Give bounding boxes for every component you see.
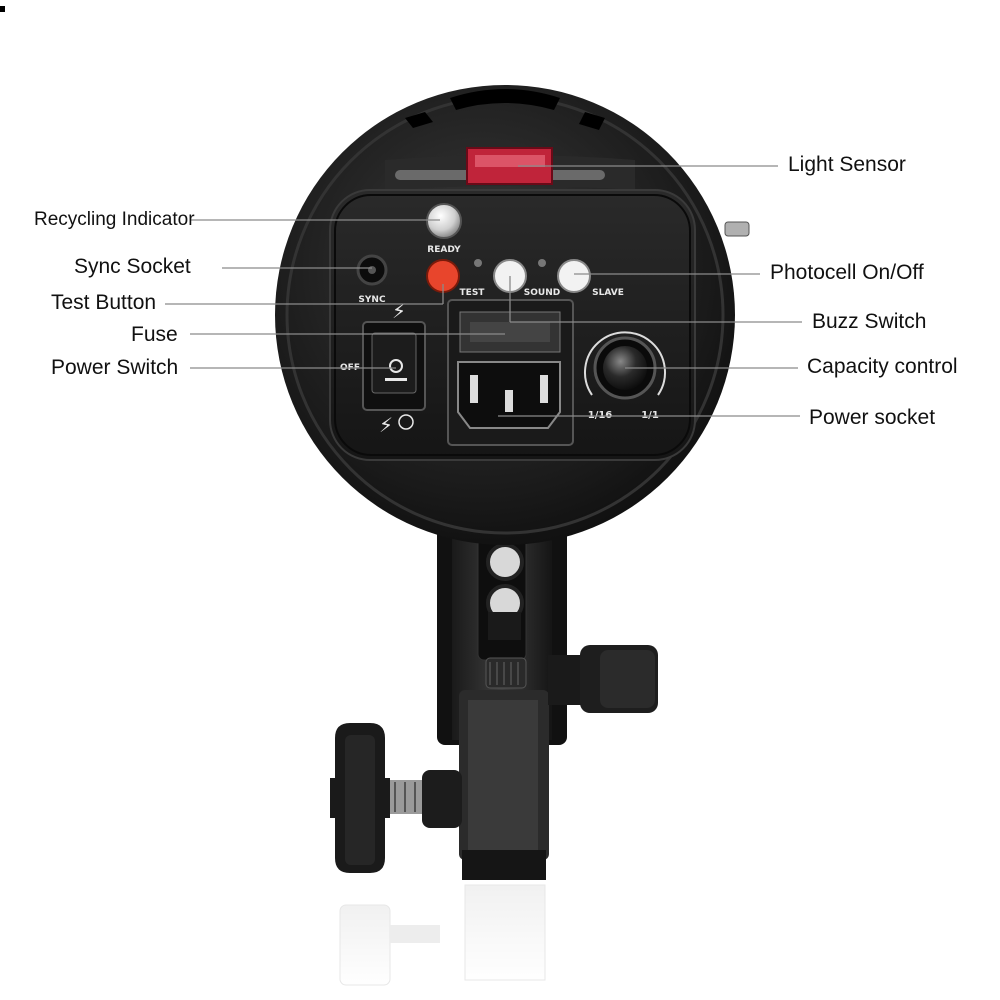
callout-photocell: Photocell On/Off <box>770 261 924 284</box>
callout-fuse: Fuse <box>131 323 178 346</box>
callout-power-socket: Power socket <box>809 406 936 429</box>
power-socket-module <box>447 299 574 446</box>
photocell-switch[interactable] <box>557 259 591 293</box>
tilt-lock-knob <box>548 645 658 713</box>
leader-lines <box>165 165 802 417</box>
callout-power-switch: Power Switch <box>51 356 179 379</box>
umbrella-lock-knob <box>330 723 462 873</box>
callout-test-button: Test Button <box>51 291 157 314</box>
slave-label: SLAVE <box>592 288 624 298</box>
flash-mode-icon: ⚡ <box>379 413 393 437</box>
corner-mark <box>0 6 5 12</box>
bolt-icon: ⚡ <box>392 299 406 323</box>
sync-socket-pin <box>368 266 376 274</box>
slave-led <box>538 259 546 267</box>
modeling-lamp-icon <box>398 414 414 430</box>
callout-buzz-switch: Buzz Switch <box>812 310 927 333</box>
ready-label: READY <box>427 245 461 255</box>
sound-label: SOUND <box>524 288 560 298</box>
light-sensor-highlight <box>475 155 545 167</box>
mount-bracket <box>437 515 567 880</box>
mount-reflection <box>339 884 546 986</box>
ready-indicator <box>426 203 462 239</box>
callout-light-sensor: Light Sensor <box>788 153 906 176</box>
callout-capacity-control: Capacity control <box>807 355 958 378</box>
callout-sync-socket: Sync Socket <box>74 255 191 278</box>
buzz-led <box>474 259 482 267</box>
power-switch[interactable] <box>362 321 426 411</box>
sync-label: SYNC <box>358 295 386 305</box>
test-label: TEST <box>460 288 486 298</box>
callout-recycling-indicator: Recycling Indicator <box>34 209 195 230</box>
